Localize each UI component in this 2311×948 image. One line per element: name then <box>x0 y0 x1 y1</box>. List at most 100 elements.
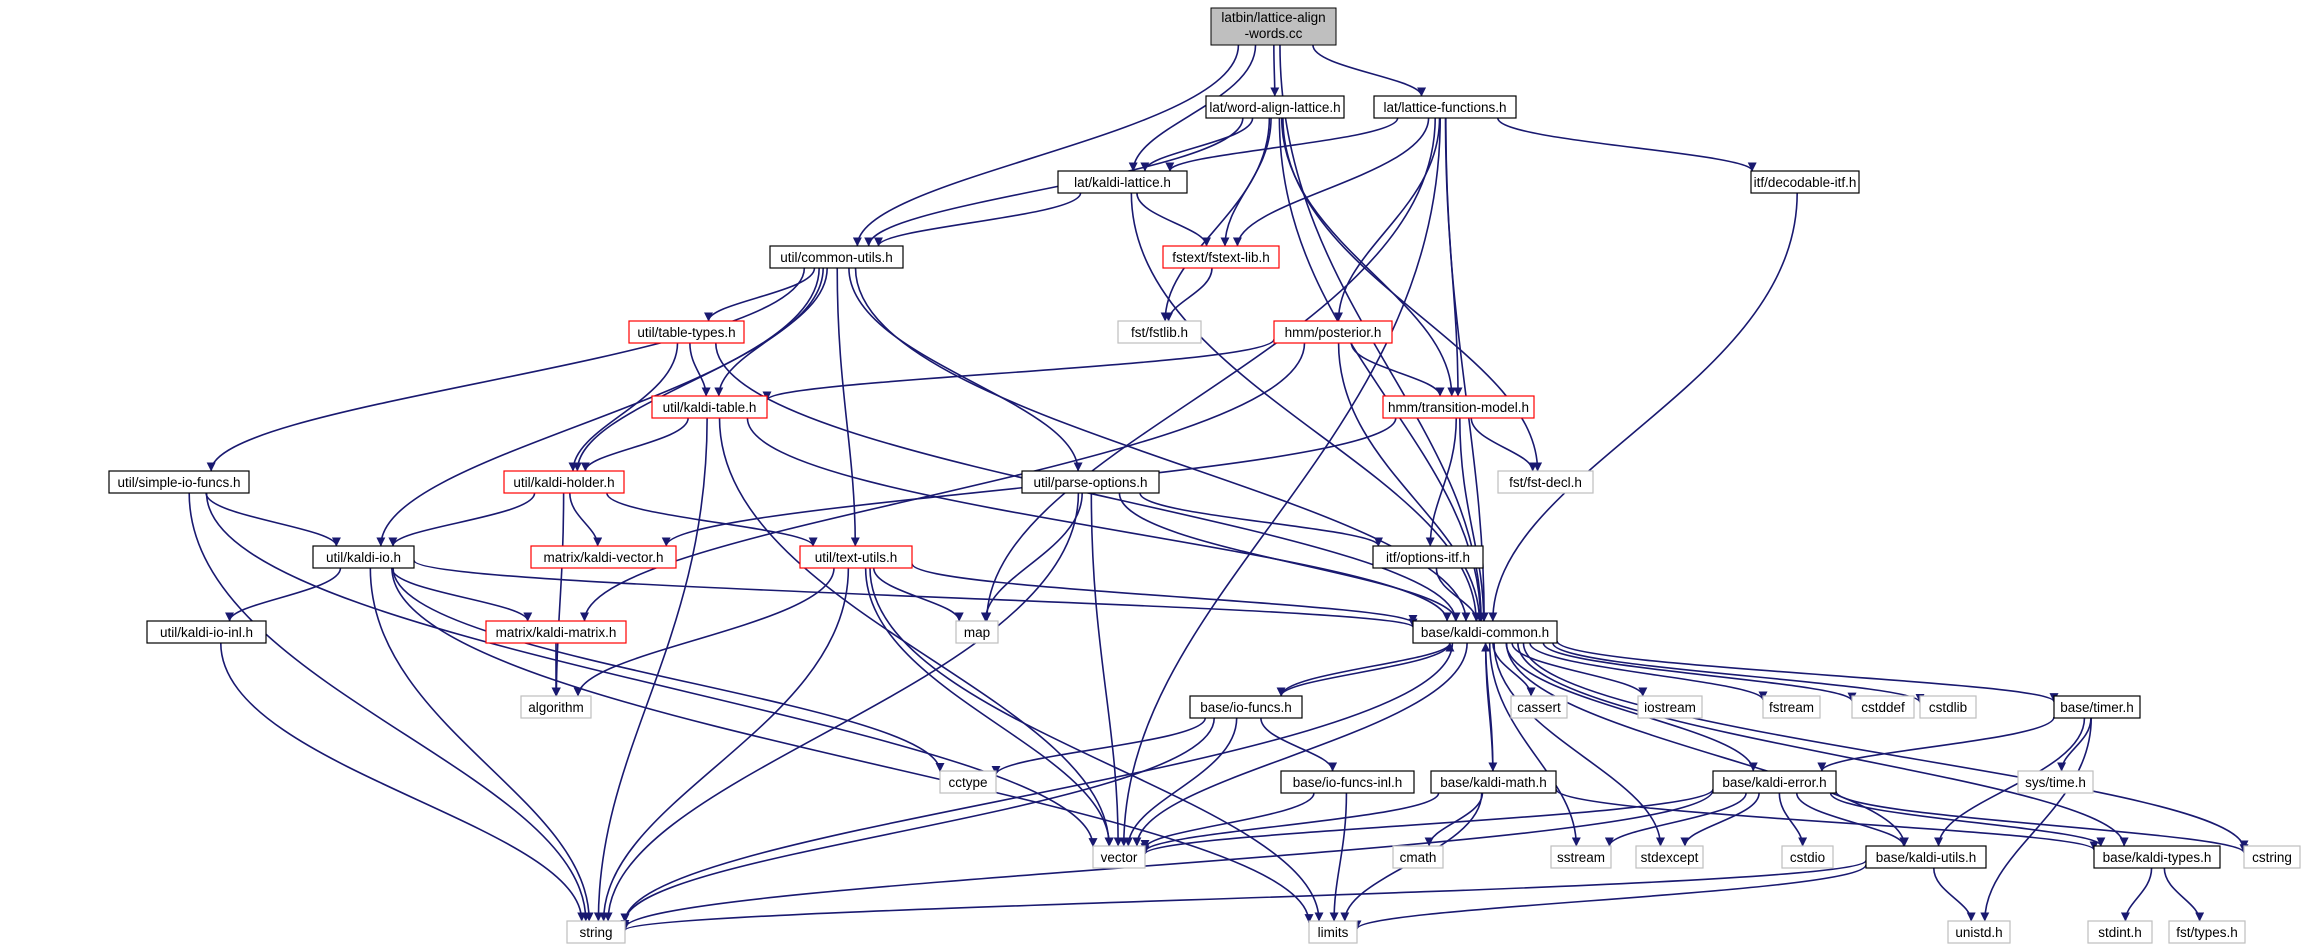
node-label: cstddef <box>1861 700 1905 715</box>
edge-timer-to-systime <box>2057 717 2092 772</box>
node-iof[interactable]: base/io-funcs.h <box>1189 695 1303 719</box>
edge-kl-to-fstext <box>1136 192 1212 247</box>
node-vector[interactable]: vector <box>1092 845 1146 869</box>
edge-kerr-to-vector <box>1140 788 1714 855</box>
node-label: hmm/transition-model.h <box>1388 400 1529 415</box>
edge-post-to-kc <box>1337 342 1484 622</box>
node-wal[interactable]: lat/word-align-lattice.h <box>1205 95 1345 119</box>
node-fsttypes[interactable]: fst/types.h <box>2168 920 2246 944</box>
node-fstext[interactable]: fstext/fstext-lib.h <box>1162 245 1280 269</box>
node-sio[interactable]: util/simple-io-funcs.h <box>108 470 250 494</box>
edge-wal-to-fstdecl <box>1282 117 1543 472</box>
node-post[interactable]: hmm/posterior.h <box>1273 320 1393 344</box>
root-node[interactable]: latbin/lattice-align -words.cc <box>1210 7 1337 46</box>
edge-kio-to-kioinl <box>225 567 342 622</box>
node-limits[interactable]: limits <box>1308 920 1358 944</box>
node-tu[interactable]: util/text-utils.h <box>799 545 913 569</box>
node-box <box>1162 245 1280 269</box>
node-tm[interactable]: hmm/transition-model.h <box>1382 395 1535 419</box>
node-box <box>1497 470 1594 494</box>
node-map[interactable]: map <box>955 620 999 644</box>
node-cstdio[interactable]: cstdio <box>1781 845 1834 869</box>
node-label: hmm/posterior.h <box>1285 325 1382 340</box>
edge-tu-to-map <box>872 567 964 622</box>
node-box <box>1947 920 2011 944</box>
node-box <box>651 395 768 419</box>
node-lf[interactable]: lat/lattice-functions.h <box>1373 95 1517 119</box>
node-cassert[interactable]: cassert <box>1510 695 1568 719</box>
edge-kh-to-kvec <box>568 492 603 547</box>
node-fstream[interactable]: fstream <box>1762 695 1821 719</box>
node-label: util/kaldi-io-inl.h <box>160 625 253 640</box>
node-label: fstream <box>1769 700 1814 715</box>
node-cmath[interactable]: cmath <box>1392 845 1444 869</box>
edge-kc-to-kerr <box>1505 642 1758 772</box>
node-fstlib[interactable]: fst/fstlib.h <box>1117 320 1202 344</box>
node-kmat[interactable]: matrix/kaldi-matrix.h <box>485 620 627 644</box>
node-kutils[interactable]: base/kaldi-utils.h <box>1865 845 1987 869</box>
node-timer[interactable]: base/timer.h <box>2053 695 2141 719</box>
node-label: cstring <box>2252 850 2292 865</box>
edge-kerr-to-cstdio <box>1778 792 1808 847</box>
edge-kc-to-cstddef <box>1542 642 1857 702</box>
node-kh[interactable]: util/kaldi-holder.h <box>503 470 625 494</box>
edge-post-to-kmat <box>580 342 1306 622</box>
node-po[interactable]: util/parse-options.h <box>1021 470 1160 494</box>
edge-ktable-to-kh <box>580 417 689 472</box>
node-tt[interactable]: util/table-types.h <box>628 320 745 344</box>
node-stdint[interactable]: stdint.h <box>2087 920 2153 944</box>
node-kioinl[interactable]: util/kaldi-io-inl.h <box>146 620 267 644</box>
node-box <box>503 470 625 494</box>
node-ktypes[interactable]: base/kaldi-types.h <box>2093 845 2221 869</box>
node-stdexcept[interactable]: stdexcept <box>1635 845 1704 869</box>
node-kvec[interactable]: matrix/kaldi-vector.h <box>530 545 677 569</box>
node-box <box>769 245 904 269</box>
node-label: util/kaldi-io.h <box>326 550 401 565</box>
node-kmath[interactable]: base/kaldi-math.h <box>1430 770 1557 794</box>
node-label: unistd.h <box>1955 925 2002 940</box>
node-label: util/table-types.h <box>637 325 735 340</box>
node-label: string <box>579 925 612 940</box>
edge-kio-to-limits <box>391 567 1314 924</box>
node-kerr[interactable]: base/kaldi-error.h <box>1712 770 1837 794</box>
node-box <box>1273 320 1393 344</box>
edge-po-to-kc <box>1118 492 1461 622</box>
node-iostream[interactable]: iostream <box>1637 695 1703 719</box>
node-systime[interactable]: sys/time.h <box>2017 770 2094 794</box>
edge-kioinl-to-string <box>219 642 587 922</box>
edge-kc-to-sstream <box>1488 642 1581 847</box>
edge-timer-to-unistd <box>1980 717 2093 922</box>
node-cstring[interactable]: cstring <box>2243 845 2301 869</box>
edge-kio-to-kmat <box>390 567 533 622</box>
node-decitf[interactable]: itf/decodable-itf.h <box>1750 170 1860 194</box>
edge-kh-to-kio <box>388 492 536 547</box>
node-unistd[interactable]: unistd.h <box>1947 920 2011 944</box>
edge-lf-to-decitf <box>1497 117 1757 172</box>
node-label: base/io-funcs.h <box>1200 700 1292 715</box>
edge-kh-to-tu <box>606 492 818 547</box>
node-kio[interactable]: util/kaldi-io.h <box>312 545 415 569</box>
edge-kc-to-stdexcept <box>1493 642 1665 847</box>
node-cstdlib[interactable]: cstdlib <box>1919 695 1977 719</box>
edge-tu-to-kc <box>911 562 1418 625</box>
node-box <box>799 545 913 569</box>
node-string[interactable]: string <box>566 920 626 944</box>
node-optitf[interactable]: itf/options-itf.h <box>1372 545 1484 569</box>
edge-ktable-to-string <box>593 417 708 922</box>
edge-tm-to-kc <box>1459 417 1489 622</box>
node-cstddef[interactable]: cstddef <box>1851 695 1915 719</box>
node-sstream[interactable]: sstream <box>1550 845 1612 869</box>
node-fstdecl[interactable]: fst/fst-decl.h <box>1497 470 1594 494</box>
node-kl[interactable]: lat/kaldi-lattice.h <box>1057 170 1188 194</box>
node-cctype[interactable]: cctype <box>939 770 997 794</box>
edge-cu-to-po <box>848 267 1083 472</box>
node-label: base/kaldi-common.h <box>1421 625 1549 640</box>
edge-cu-to-kc <box>854 267 1471 622</box>
edge-kerr-to-ktypes <box>1829 792 2106 847</box>
node-cu[interactable]: util/common-utils.h <box>769 245 904 269</box>
node-kc[interactable]: base/kaldi-common.h <box>1412 620 1558 644</box>
node-iofinl[interactable]: base/io-funcs-inl.h <box>1280 770 1415 794</box>
edge-kc-to-fstream <box>1529 642 1768 701</box>
node-ktable[interactable]: util/kaldi-table.h <box>651 395 768 419</box>
node-algo[interactable]: algorithm <box>520 695 592 719</box>
